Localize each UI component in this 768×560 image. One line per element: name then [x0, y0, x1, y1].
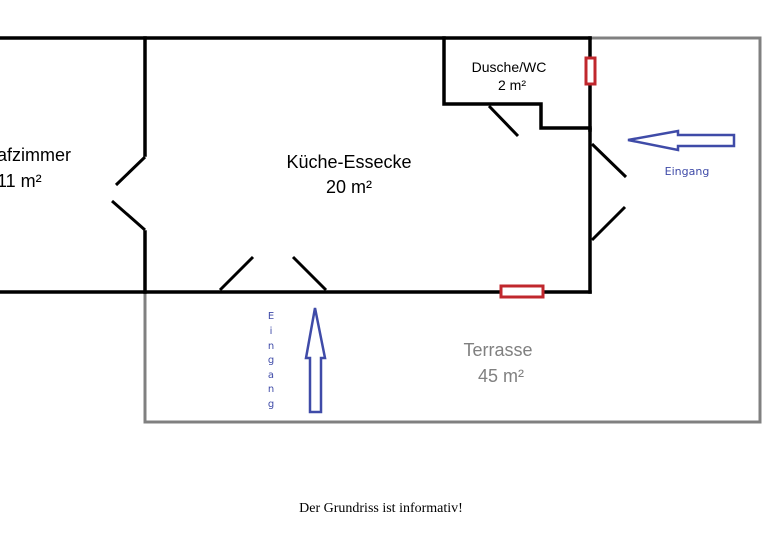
entrance-bottom-letter: g: [268, 399, 274, 410]
room-kueche-area: 20 m²: [326, 177, 372, 197]
plan-disclaimer: Der Grundriss ist informativ!: [299, 501, 463, 516]
door-entrance-leaf-upper: [590, 142, 628, 179]
room-kueche-name: Küche-Essecke: [286, 152, 411, 172]
door-bedroom-leaf-lower: [111, 199, 146, 232]
arrow-left-icon: [627, 129, 736, 152]
room-dusche-area: 2 m²: [498, 77, 526, 93]
room-dusche-name: Dusche/WC: [472, 59, 547, 75]
window-kitchen: [499, 284, 545, 299]
entrance-bottom-letter: n: [268, 384, 274, 395]
entrance-arrows: [304, 129, 736, 414]
door-kitchen-leaf-left: [218, 255, 255, 292]
door-kitchen-leaf-right: [291, 255, 328, 292]
room-schlafzimmer-name: afzimmer: [0, 145, 71, 165]
windows: [499, 56, 597, 299]
walls: [0, 36, 592, 294]
window-bathroom: [584, 56, 597, 86]
room-terrasse-name: Terrasse: [463, 340, 532, 360]
entrance-bottom-letter: n: [268, 341, 274, 352]
entrance-bottom-letter: g: [268, 355, 274, 366]
terrace-outline-right: [143, 36, 762, 424]
terrace-outline: [143, 36, 762, 424]
arrow-up-icon: [304, 307, 327, 414]
door-entrance-leaf-lower: [590, 205, 627, 242]
door-bedroom-leaf-upper: [114, 155, 147, 187]
entrance-right-label: Eingang: [665, 165, 710, 178]
entrance-bottom-letter: i: [270, 326, 273, 337]
entrance-bottom-letter: E: [268, 311, 274, 322]
entrance-bottom-label: E i n g a n g: [268, 311, 274, 410]
room-terrasse-area: 45 m²: [478, 366, 524, 386]
wall-bathroom: [442, 36, 592, 130]
door-bathroom-leaf: [487, 104, 520, 138]
door-swings: [111, 104, 628, 292]
room-schlafzimmer-area: 11 m²: [0, 171, 42, 191]
entrance-bottom-letter: a: [268, 370, 274, 381]
